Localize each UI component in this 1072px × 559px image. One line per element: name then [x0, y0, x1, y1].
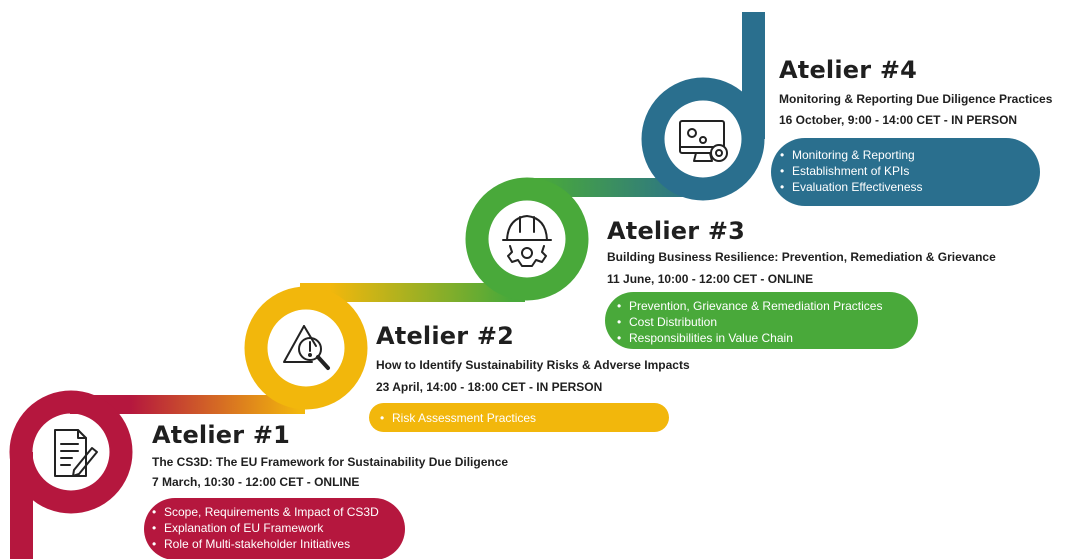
atelier-1-date: 7 March, 10:30 - 12:00 CET - ONLINE [152, 475, 360, 489]
bullet-item: Responsibilities in Value Chain [617, 330, 882, 346]
atelier-2-subtitle: How to Identify Sustainability Risks & A… [376, 358, 690, 372]
atelier-4-node [641, 12, 765, 201]
risk-magnifier-icon [283, 325, 330, 370]
bullet-item: Prevention, Grievance & Remediation Prac… [617, 298, 882, 314]
atelier-1-node [9, 390, 133, 559]
bullet-item: Evaluation Effectiveness [780, 179, 923, 195]
bullet-item: Role of Multi-stakeholder Initiatives [152, 536, 379, 552]
hardhat-gear-icon [502, 215, 552, 267]
atelier-3-title: Atelier #3 [607, 217, 746, 245]
connector-2-3 [300, 283, 525, 302]
atelier-4-bullets: Monitoring & Reporting Establishment of … [780, 147, 923, 195]
atelier-2-node [244, 286, 368, 410]
atelier-2-bullets: Risk Assessment Practices [380, 410, 536, 426]
connector-1-2 [70, 395, 305, 414]
atelier-4-subtitle: Monitoring & Reporting Due Diligence Pra… [779, 92, 1053, 106]
monitor-gears-icon [679, 120, 728, 162]
document-pen-icon [54, 429, 98, 477]
atelier-3-bullets: Prevention, Grievance & Remediation Prac… [617, 298, 882, 346]
atelier-1-title: Atelier #1 [152, 421, 291, 449]
bullet-item: Explanation of EU Framework [152, 520, 379, 536]
bullet-item: Risk Assessment Practices [380, 410, 536, 426]
atelier-2-date: 23 April, 14:00 - 18:00 CET - IN PERSON [376, 380, 603, 394]
atelier-3-date: 11 June, 10:00 - 12:00 CET - ONLINE [607, 272, 814, 286]
atelier-4-title: Atelier #4 [779, 56, 918, 84]
atelier-3-subtitle: Building Business Resilience: Prevention… [607, 250, 996, 264]
bullet-item: Establishment of KPIs [780, 163, 923, 179]
atelier-4-date: 16 October, 9:00 - 14:00 CET - IN PERSON [779, 113, 1018, 127]
atelier-1-bullets: Scope, Requirements & Impact of CS3D Exp… [152, 504, 379, 552]
atelier-2-title: Atelier #2 [376, 322, 515, 350]
bullet-item: Cost Distribution [617, 314, 882, 330]
atelier-1-subtitle: The CS3D: The EU Framework for Sustainab… [152, 455, 509, 469]
bullet-item: Scope, Requirements & Impact of CS3D [152, 504, 379, 520]
bullet-item: Monitoring & Reporting [780, 147, 923, 163]
